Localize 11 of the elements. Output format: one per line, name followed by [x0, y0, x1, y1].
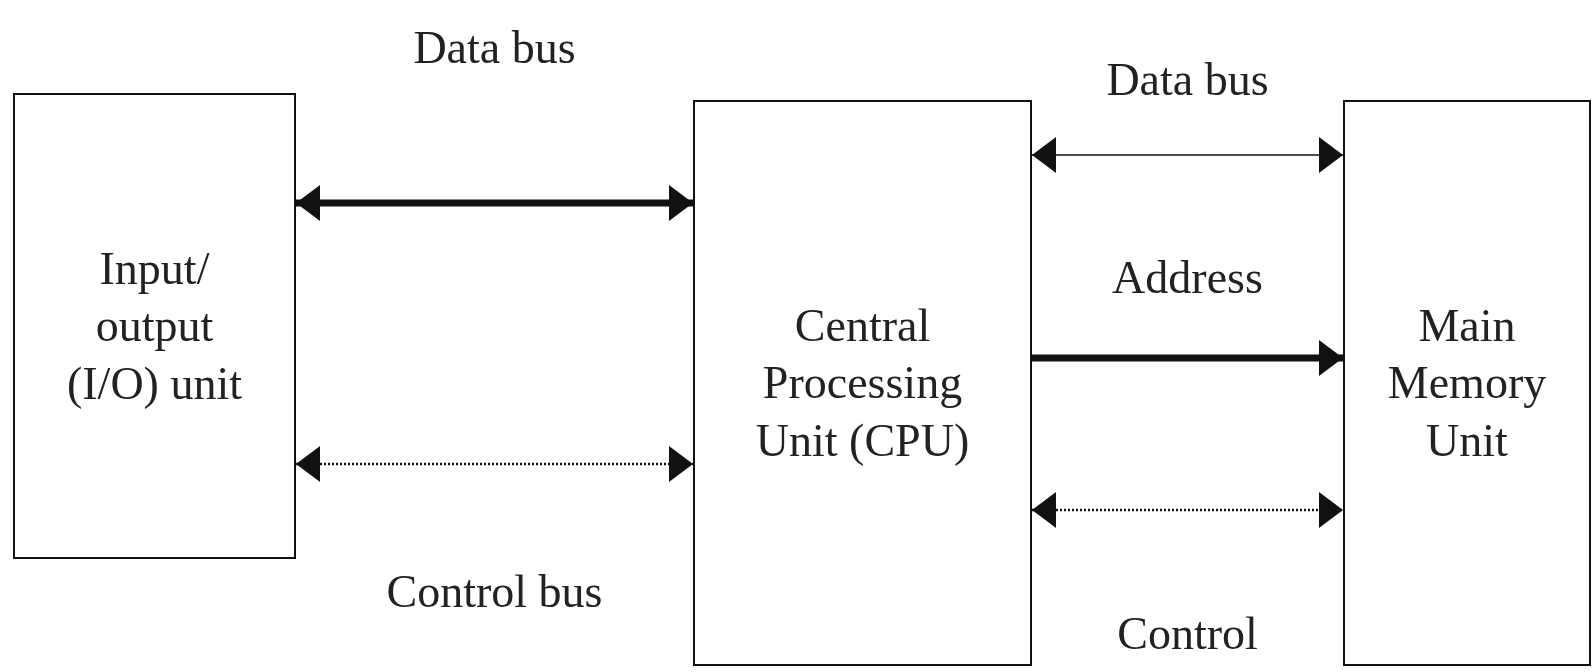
bus-arrow [1032, 492, 1343, 528]
unit-box [693, 100, 1032, 666]
bus-arrow [1032, 340, 1343, 376]
unit-name: Main Memory Unit [1386, 298, 1548, 468]
bus-arrow [296, 185, 693, 221]
bus-arrow [296, 446, 693, 482]
unit-name: Input/ output (I/O) unit [66, 241, 243, 411]
unit-name: Central Processing Unit (CPU) [754, 298, 971, 468]
unit-box [13, 93, 296, 559]
bus-arrow [1031, 137, 1344, 173]
unit-box [1343, 100, 1591, 666]
